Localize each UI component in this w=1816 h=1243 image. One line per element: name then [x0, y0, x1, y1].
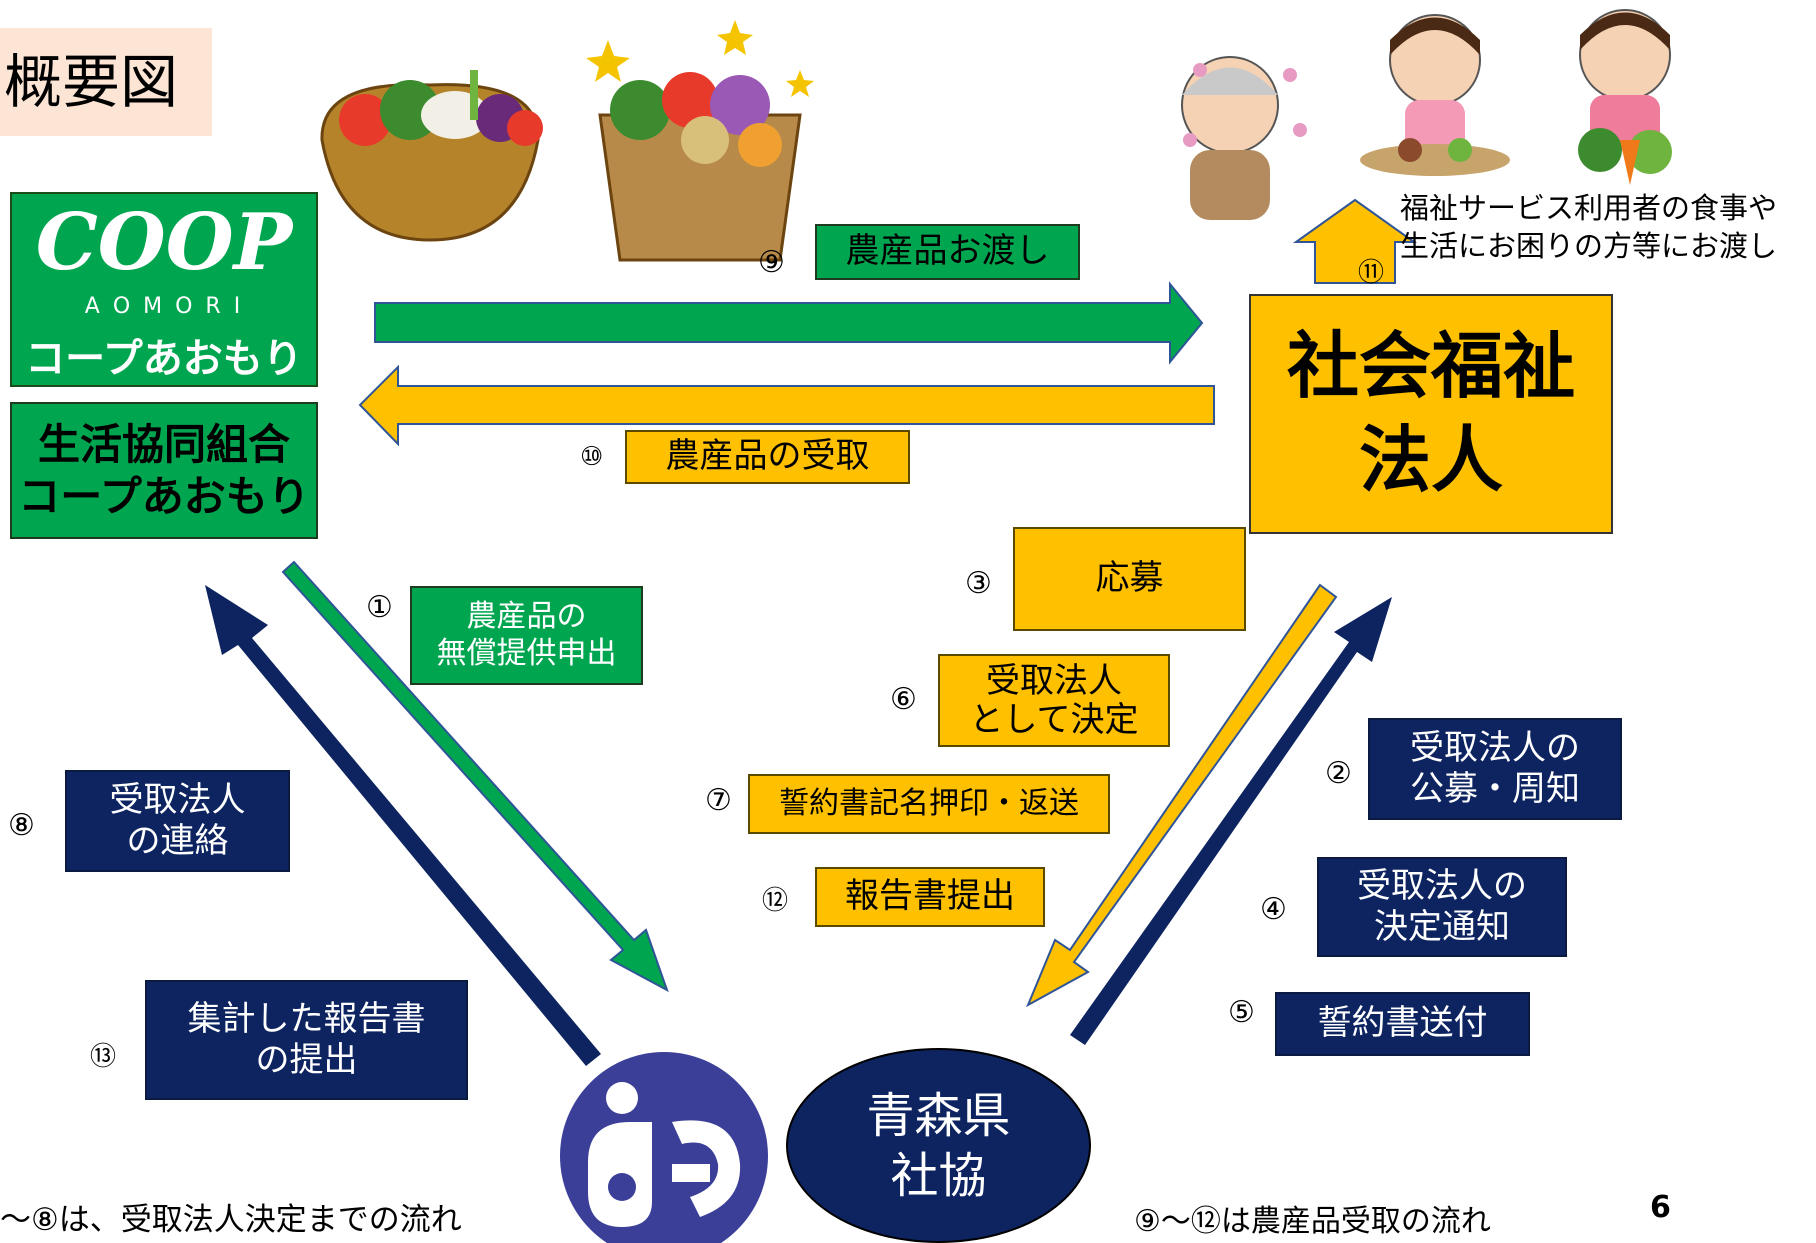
step13-line2: の提出: [255, 1040, 358, 1080]
step4-line2: 決定通知: [1374, 907, 1510, 947]
council-line1: 青森県: [866, 1087, 1011, 1144]
title-box: 概要図: [0, 28, 212, 136]
arrow-step3-12: [1025, 583, 1338, 1008]
coop-sub: A O M O R I: [84, 294, 244, 319]
step1-number: ①: [366, 590, 393, 625]
step4-line1: 受取法人の: [1357, 865, 1527, 906]
girl-vegetables-icon: [1578, 9, 1672, 185]
step3-number: ③: [965, 566, 992, 601]
welfare-caption: 福祉サービス利用者の食事や 生活にお困りの方等にお渡し: [1400, 190, 1816, 265]
step2-line2: 公募・周知: [1410, 769, 1580, 809]
coop-logo: COOP A O M O R I コープあおもり: [10, 192, 318, 387]
step8-line2: の連絡: [126, 821, 229, 861]
note-left: 〜⑧は、受取法人決定までの流れ: [0, 1202, 462, 1238]
step13-number: ⑬: [90, 1042, 117, 1072]
step12-label: 報告書提出: [815, 867, 1045, 927]
coop-org-box: 生活協同組合 コープあおもり: [10, 402, 318, 539]
welfare-line1: 社会福祉: [1286, 324, 1575, 409]
step6-number: ⑥: [890, 682, 917, 717]
vegetable-box-icon: [586, 20, 814, 262]
coop-org-line2: コープあおもり: [18, 471, 310, 521]
step7-number: ⑦: [705, 783, 732, 818]
arrow-step8-13: [205, 585, 601, 1066]
step8-line1: 受取法人: [109, 779, 246, 820]
note-right: ⑨〜⑫は農産品受取の流れ: [1134, 1204, 1491, 1239]
step6-line1: 受取法人: [986, 661, 1122, 702]
step6-label: 受取法人 として決定: [938, 654, 1170, 747]
page-number: 6: [1650, 1190, 1671, 1225]
step1-line1: 農産品の: [466, 598, 587, 634]
welfare-caption-line1: 福祉サービス利用者の食事や: [1400, 191, 1778, 225]
step4-label: 受取法人の 決定通知: [1317, 857, 1567, 957]
step1-label: 農産品の 無償提供申出: [410, 586, 643, 685]
step2-number: ②: [1325, 756, 1352, 791]
arrow-step9: [374, 281, 1204, 365]
step10-label: 農産品の受取: [625, 430, 910, 484]
welfare-line2: 法人: [1358, 418, 1503, 502]
welfare-corp-box: 社会福祉 法人: [1249, 294, 1613, 534]
council-line2: 社協: [890, 1147, 987, 1204]
step5-label: 誓約書送付: [1275, 992, 1530, 1056]
step12-number: ⑫: [762, 886, 789, 916]
step13-line1: 集計した報告書: [187, 998, 426, 1039]
step5-number: ⑤: [1228, 995, 1255, 1030]
step4-number: ④: [1260, 892, 1287, 927]
coop-org-line1: 生活協同組合: [37, 420, 290, 470]
step11-number: ⑪: [1358, 258, 1385, 288]
vegetable-basket-icon: [320, 70, 543, 242]
arrow-step1: [281, 560, 669, 993]
step1-line2: 無償提供申出: [436, 635, 617, 671]
coop-brand: COOP: [35, 197, 293, 288]
step2-label: 受取法人の 公募・周知: [1368, 718, 1622, 820]
arrow-step10: [358, 364, 1215, 447]
page-title: 概要図: [3, 47, 178, 116]
step10-number: ⑩: [580, 442, 604, 472]
coop-kana: コープあおもり: [25, 336, 303, 382]
step9-label: 農産品お渡し: [815, 224, 1080, 280]
step8-number: ⑧: [8, 808, 35, 843]
welfare-caption-line2: 生活にお困りの方等にお渡し: [1400, 228, 1778, 263]
step13-label: 集計した報告書 の提出: [145, 980, 468, 1100]
shakyo-logo-icon: [560, 1052, 768, 1243]
step6-line2: として決定: [969, 699, 1139, 740]
step2-line1: 受取法人の: [1410, 727, 1580, 768]
elderly-person-icon: [1181, 56, 1307, 220]
council-ellipse: 青森県 社協: [786, 1048, 1091, 1243]
girl-praying-icon: [1360, 14, 1510, 176]
step9-number: ⑨: [758, 245, 785, 280]
arrow-step2-5: [1070, 597, 1392, 1045]
step3-label: 応募: [1013, 527, 1246, 631]
step8-label: 受取法人 の連絡: [65, 770, 290, 872]
arrow-step11: [1292, 198, 1418, 284]
step7-label: 誓約書記名押印・返送: [748, 774, 1110, 834]
